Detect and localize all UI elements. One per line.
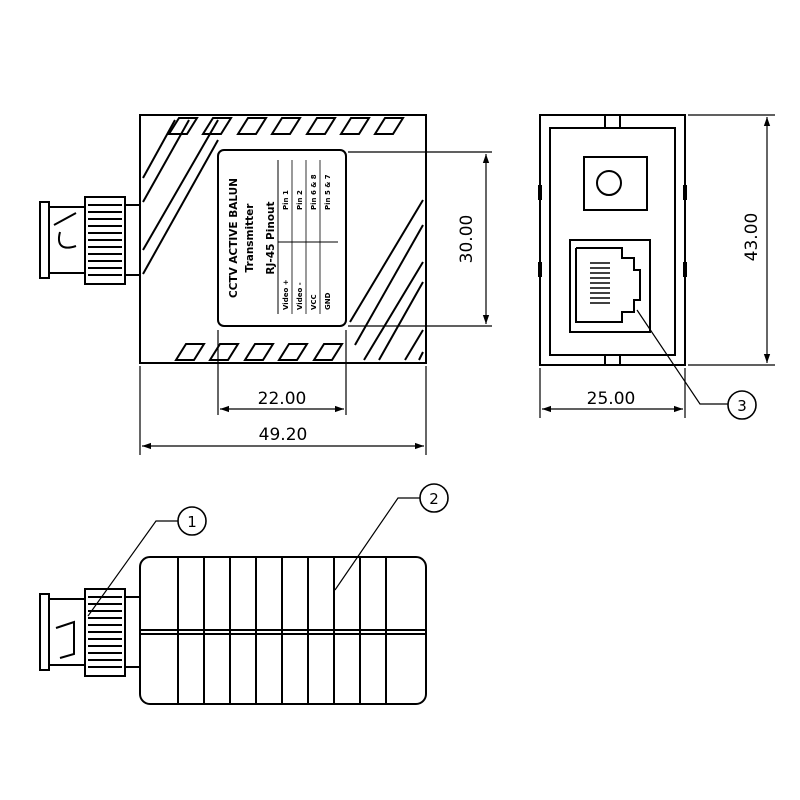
top-slots xyxy=(167,117,405,135)
pin-row-2-pin: Pin 2 xyxy=(296,190,304,210)
end-dimensions xyxy=(539,114,775,418)
dc-jack-hole xyxy=(596,170,622,196)
label-subtitle: Transmitter xyxy=(244,203,256,273)
pin-row-3-signal: VCC xyxy=(310,294,318,310)
bottom-slots xyxy=(174,343,344,361)
callout-2: 2 xyxy=(334,483,449,591)
bnc-connector-side xyxy=(39,196,141,285)
pin-row-4-pin: Pin 5 & 7 xyxy=(324,174,332,210)
end-view xyxy=(538,114,687,366)
top-view xyxy=(39,556,427,705)
ribs xyxy=(177,557,387,704)
dim-label-width: 22.00 xyxy=(258,389,307,409)
dim-end-height: 43.00 xyxy=(742,213,762,262)
dim-side-height: 30.00 xyxy=(457,215,477,264)
callout-1: 1 xyxy=(87,506,207,617)
label-text: CCTV ACTIVE BALUN Transmitter RJ-45 Pino… xyxy=(228,160,338,314)
callout-2-number: 2 xyxy=(429,490,439,508)
bnc-connector-top xyxy=(39,588,141,677)
callout-1-number: 1 xyxy=(187,513,197,531)
side-dimensions xyxy=(139,151,492,455)
dc-power-jack xyxy=(583,156,648,211)
label-title: CCTV ACTIVE BALUN xyxy=(228,178,240,298)
rj45-pins xyxy=(590,262,610,304)
right-stripes xyxy=(349,199,424,361)
label-plate xyxy=(217,149,347,327)
pin-row-1-signal: Video + xyxy=(282,279,290,310)
pin-row-3-pin: Pin 6 & 8 xyxy=(310,174,318,210)
callout-3: 3 xyxy=(636,309,757,420)
rj45-jack-outline xyxy=(575,247,641,323)
end-view-face xyxy=(549,127,676,356)
left-stripes xyxy=(142,119,219,275)
dim-total-width: 49.20 xyxy=(259,425,308,445)
pin-row-1-pin: Pin 1 xyxy=(282,190,290,210)
rj45-port xyxy=(569,239,651,333)
dim-end-width: 25.00 xyxy=(587,389,636,409)
pinout-title: RJ-45 Pinout xyxy=(265,201,277,274)
pin-row-4-signal: GND xyxy=(324,292,332,310)
side-view xyxy=(39,114,427,364)
callout-3-number: 3 xyxy=(737,397,747,415)
end-view-body xyxy=(539,114,686,366)
pin-row-2-signal: Video - xyxy=(296,282,304,310)
